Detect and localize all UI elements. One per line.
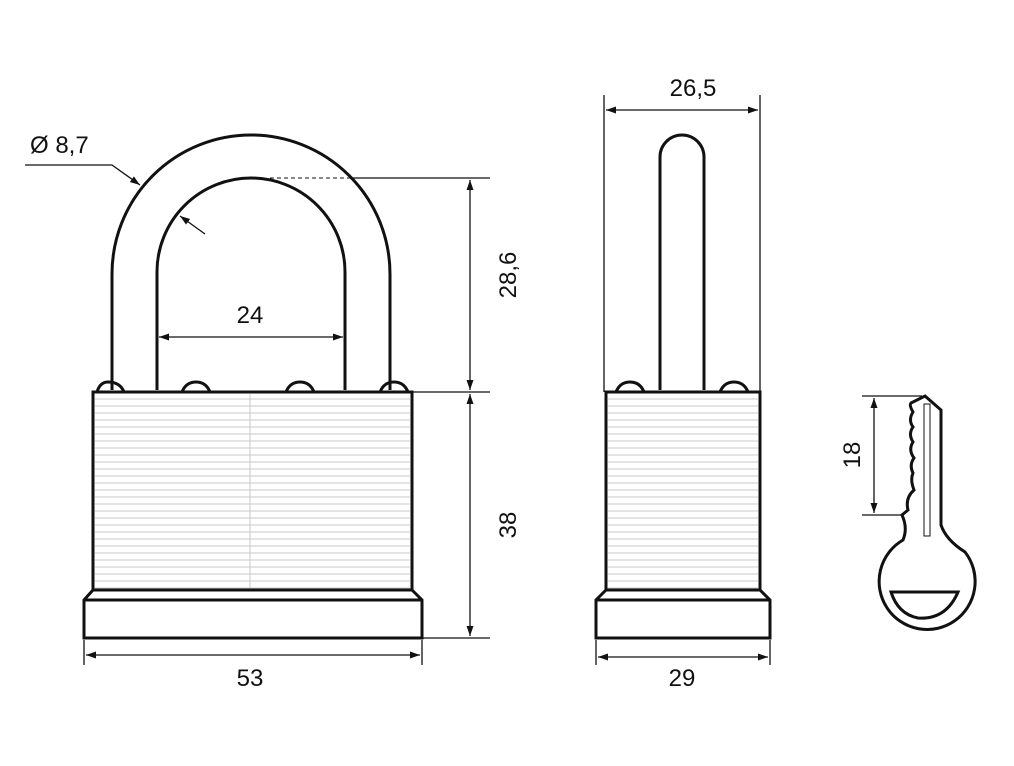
dim-key-blade-length: 18	[839, 442, 866, 469]
body-stripes	[95, 398, 410, 589]
side-rivets	[614, 380, 750, 393]
dim-shackle-clearance: 28,6	[495, 252, 522, 299]
key: 18	[839, 394, 977, 631]
front-view: 24 Ø 8,7 28,6 38 53	[25, 132, 522, 692]
key-groove	[923, 403, 931, 537]
shackle-side	[658, 133, 706, 390]
diameter-inner-arrow	[179, 215, 206, 235]
dim-body-width: 53	[237, 665, 264, 692]
shackle-outline	[110, 133, 392, 390]
key-bow-hole	[888, 590, 961, 620]
dim-inner-width: 24	[237, 302, 264, 329]
side-body	[604, 390, 762, 592]
dim-body-height: 38	[495, 512, 522, 539]
side-view: 26,5 29	[594, 75, 772, 692]
dim-body-depth: 29	[669, 665, 696, 692]
rivets	[95, 380, 410, 393]
diameter-leader	[25, 164, 141, 186]
side-base	[594, 588, 772, 640]
key-outline	[877, 394, 977, 631]
padlock-body	[91, 390, 414, 592]
padlock-base	[82, 588, 424, 640]
dim-shackle-diameter: Ø 8,7	[30, 132, 89, 159]
side-body-stripes	[608, 398, 758, 589]
dim-shackle-width: 26,5	[670, 75, 717, 102]
